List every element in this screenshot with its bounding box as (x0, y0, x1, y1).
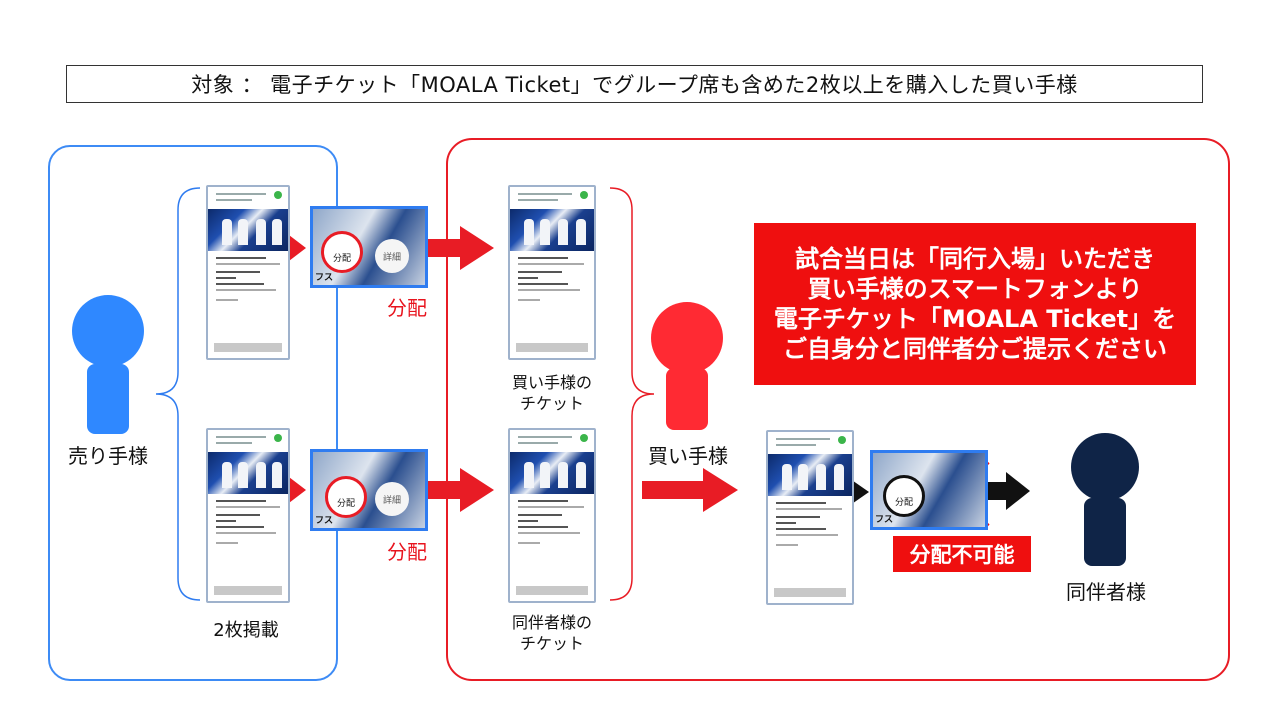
listing-count-label: 2枚掲載 (213, 620, 279, 641)
distribute-button-zoom: 分配 (321, 231, 363, 273)
buyer-ticket-label: 買い手様の チケット (490, 372, 614, 414)
buyer-ticket-line2: チケット (519, 394, 584, 413)
seller-label: 売り手様 (68, 444, 148, 468)
zoom-distribute-top: 分配 詳細 フス (310, 206, 428, 288)
companion-ticket-line1: 同伴者様の (511, 613, 592, 632)
distribute-label-bottom: 分配 (387, 540, 427, 564)
seller-panel (48, 145, 338, 681)
phone-buyer-ticket (508, 185, 596, 360)
seller-person-icon (72, 295, 144, 434)
distribute-button-zoom: 分配 (325, 476, 367, 518)
zoom-tag: フス (315, 516, 334, 526)
phone-seller-bottom (206, 428, 290, 603)
zoom-distribute-bottom: 分配 詳細 フス (310, 449, 428, 531)
zoom-distribute-blocked: 分配 フス (870, 450, 988, 530)
zoom-tag: フス (315, 273, 334, 283)
companion-ticket-line2: チケット (519, 634, 584, 653)
buyer-panel (446, 138, 1230, 681)
callout-line3: 電子チケット「MOALA Ticket」を (773, 305, 1177, 333)
detail-button-zoom: 詳細 (375, 482, 409, 516)
buyer-ticket-line1: 買い手様の (511, 373, 592, 392)
not-distributable-badge: 分配不可能 (893, 536, 1031, 572)
detail-button-zoom: 詳細 (375, 239, 409, 273)
seller-brace (155, 187, 201, 601)
buyer-arrow (642, 468, 738, 512)
companion-label: 同伴者様 (1066, 580, 1146, 604)
companion-ticket-label: 同伴者様の チケット (490, 612, 614, 654)
target-title: 対象 ： 電子チケット「MOALA Ticket」でグループ席も含めた2枚以上を… (66, 65, 1203, 103)
callout-line1: 試合当日は「同行入場」いただき (795, 245, 1155, 273)
entry-instruction-callout: 試合当日は「同行入場」いただき 買い手様のスマートフォンより 電子チケット「MO… (754, 223, 1196, 385)
distribute-label-top: 分配 (387, 296, 427, 320)
callout-line4: ご自身分と同伴者分ご提示ください (783, 335, 1167, 363)
phone-buyer-device (766, 430, 854, 605)
buyer-brace (609, 187, 655, 601)
distribute-button-zoom: 分配 (883, 475, 925, 517)
companion-person-icon (1071, 433, 1139, 566)
phone-seller-top (206, 185, 290, 360)
buyer-label: 買い手様 (648, 444, 728, 468)
callout-line2: 買い手様のスマートフォンより (807, 275, 1143, 303)
buyer-person-icon (651, 302, 723, 430)
zoom-tag: フス (875, 515, 894, 525)
phone-companion-ticket (508, 428, 596, 603)
